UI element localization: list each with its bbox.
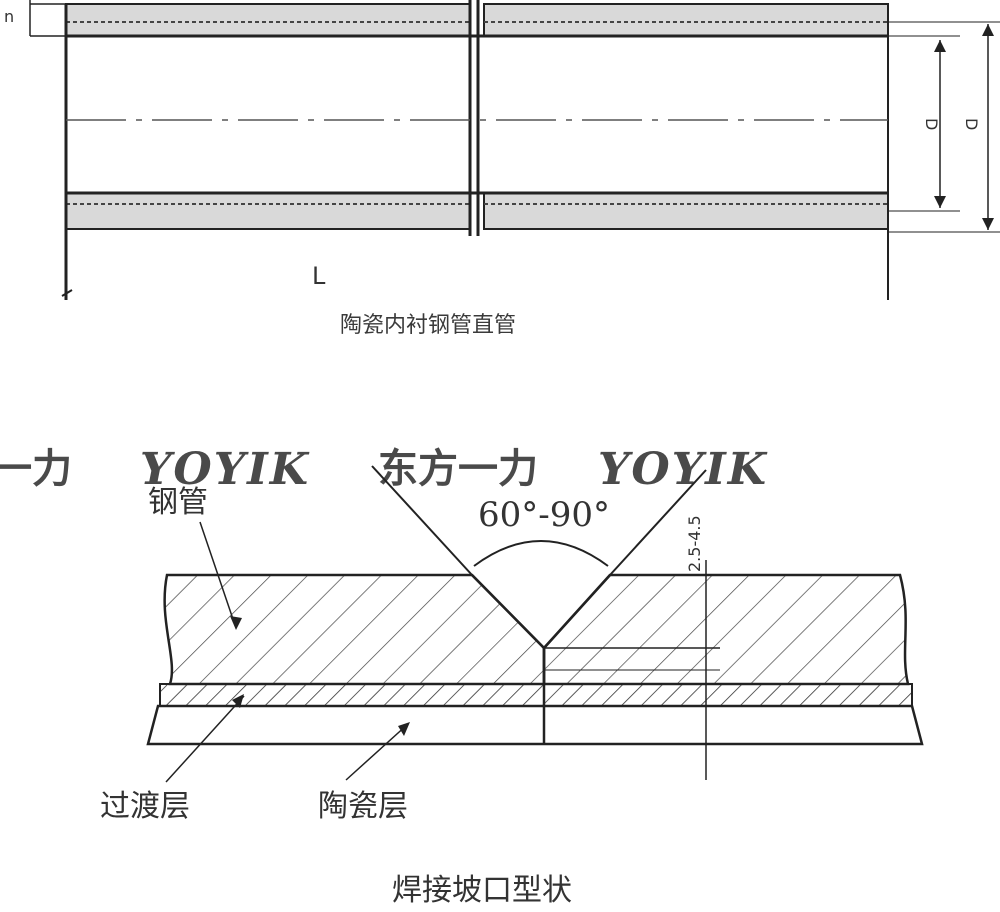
watermark-brand-2: YOYIK	[598, 444, 768, 495]
length-label: L	[312, 262, 326, 290]
bottom-wall-right	[483, 192, 889, 230]
watermark-text-mid: 东方一力	[378, 446, 538, 492]
transition-layer-label: 过渡层	[100, 789, 190, 824]
transition-layer	[159, 683, 913, 707]
ceramic-layer	[146, 704, 924, 746]
gap-dimension-label: 2.5-4.5	[685, 515, 704, 572]
steel-pipe-right	[542, 573, 910, 686]
top-wall-left	[65, 3, 471, 37]
top-caption: 陶瓷内衬钢管直管	[340, 313, 516, 338]
watermark: 一力 YOYIK 东方一力 YOYIK	[0, 444, 768, 495]
angle-arc	[473, 540, 609, 567]
bottom-wall-left	[65, 192, 471, 230]
svg-text:n: n	[4, 7, 14, 26]
top-wall-right	[483, 3, 889, 37]
straight-pipe-diagram: n D D L 陶瓷内衬钢管直管	[4, 0, 1000, 338]
watermark-brand-1: YOYIK	[140, 444, 310, 495]
angle-label: 60°-90°	[478, 495, 610, 535]
watermark-text-left: 一力	[0, 446, 72, 492]
inner-diameter-label: D	[922, 118, 941, 130]
weld-groove-diagram: 2.5-4.5 60°-90° 钢管 过渡层 陶瓷层 焊接坡口型状	[100, 465, 924, 908]
steel-pipe-label: 钢管	[148, 485, 208, 520]
bottom-caption: 焊接坡口型状	[392, 873, 572, 908]
outer-diameter-label: D	[962, 118, 981, 130]
ceramic-layer-label: 陶瓷层	[318, 789, 408, 824]
